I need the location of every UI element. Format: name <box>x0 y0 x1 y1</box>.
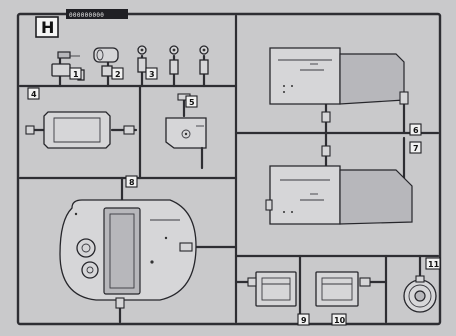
part-7 <box>265 131 413 225</box>
part-number-7: 7 <box>409 141 422 154</box>
part-number-8: 8 <box>125 175 138 188</box>
svg-text:9: 9 <box>301 316 307 325</box>
svg-text:000000000: 000000000 <box>69 12 104 19</box>
svg-text:10: 10 <box>334 316 346 325</box>
part-number-3: 3 <box>145 67 158 80</box>
part-9 <box>247 271 297 307</box>
part-number-4: 4 <box>27 87 40 100</box>
sprue-runners <box>18 14 440 324</box>
svg-text:5: 5 <box>189 98 195 107</box>
svg-text:8: 8 <box>129 178 135 187</box>
part-number-1: 1 <box>69 67 82 80</box>
part-2 <box>93 47 119 88</box>
part-number-2: 2 <box>111 67 124 80</box>
svg-text:1: 1 <box>73 70 79 79</box>
part-number-11: 11 <box>425 257 441 270</box>
part-10 <box>315 271 371 307</box>
part-3 <box>137 45 209 88</box>
svg-text:4: 4 <box>31 90 37 99</box>
svg-text:11: 11 <box>428 260 440 269</box>
part-8 <box>59 199 197 309</box>
part-6 <box>269 47 409 135</box>
sprue-frame <box>16 12 442 326</box>
svg-text:7: 7 <box>413 144 419 153</box>
part-11 <box>403 275 437 313</box>
part-number-6: 6 <box>409 123 422 136</box>
svg-text:3: 3 <box>149 70 155 79</box>
part-5 <box>165 93 207 170</box>
svg-text:H: H <box>41 18 54 37</box>
part-number-9: 9 <box>297 313 310 326</box>
svg-text:2: 2 <box>115 70 121 79</box>
sprue-code-label: 000000000 <box>66 9 128 19</box>
part-number-5: 5 <box>185 95 198 108</box>
sprue-letter-tag: H <box>35 16 59 38</box>
part-4 <box>25 111 138 149</box>
part-number-10: 10 <box>331 313 347 326</box>
svg-text:6: 6 <box>413 126 419 135</box>
